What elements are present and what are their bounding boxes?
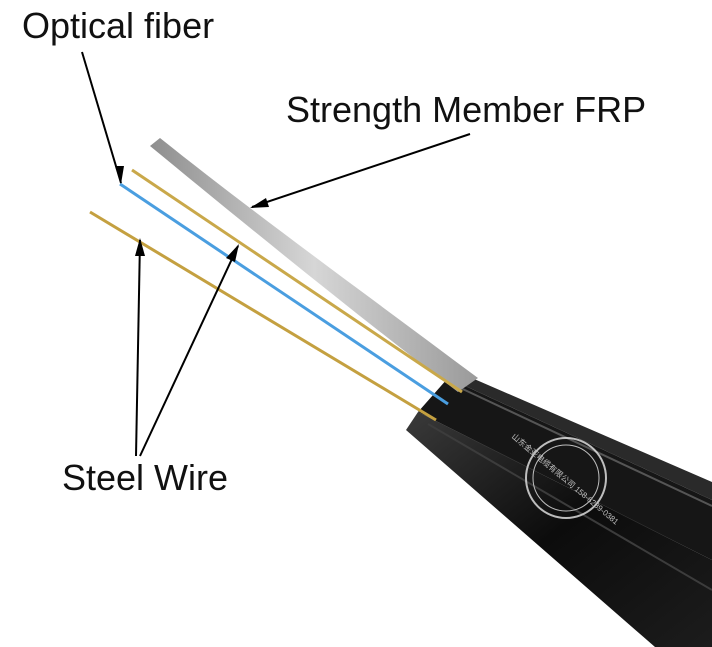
label-steel-wire: Steel Wire (62, 457, 229, 498)
arrowhead-steel-wire-2 (226, 244, 239, 262)
leader-steel-wire-2 (139, 245, 239, 457)
cable-jacket (406, 372, 712, 647)
leader-strength-member (251, 133, 471, 208)
leader-optical-fiber (81, 51, 122, 184)
arrowhead-steel-wire-1 (135, 238, 145, 256)
leader-lines (81, 51, 471, 457)
label-strength-member: Strength Member FRP (286, 89, 647, 130)
arrowhead-strength-member (250, 198, 269, 208)
leader-steel-wire-1 (135, 239, 141, 457)
arrowhead-optical-fiber (115, 166, 124, 184)
optical-fiber (119, 182, 449, 406)
label-optical-fiber: Optical fiber (22, 5, 215, 46)
steel-wire-upper (131, 168, 463, 394)
steel-wire-lower (89, 210, 437, 422)
frp-rod (150, 138, 478, 392)
